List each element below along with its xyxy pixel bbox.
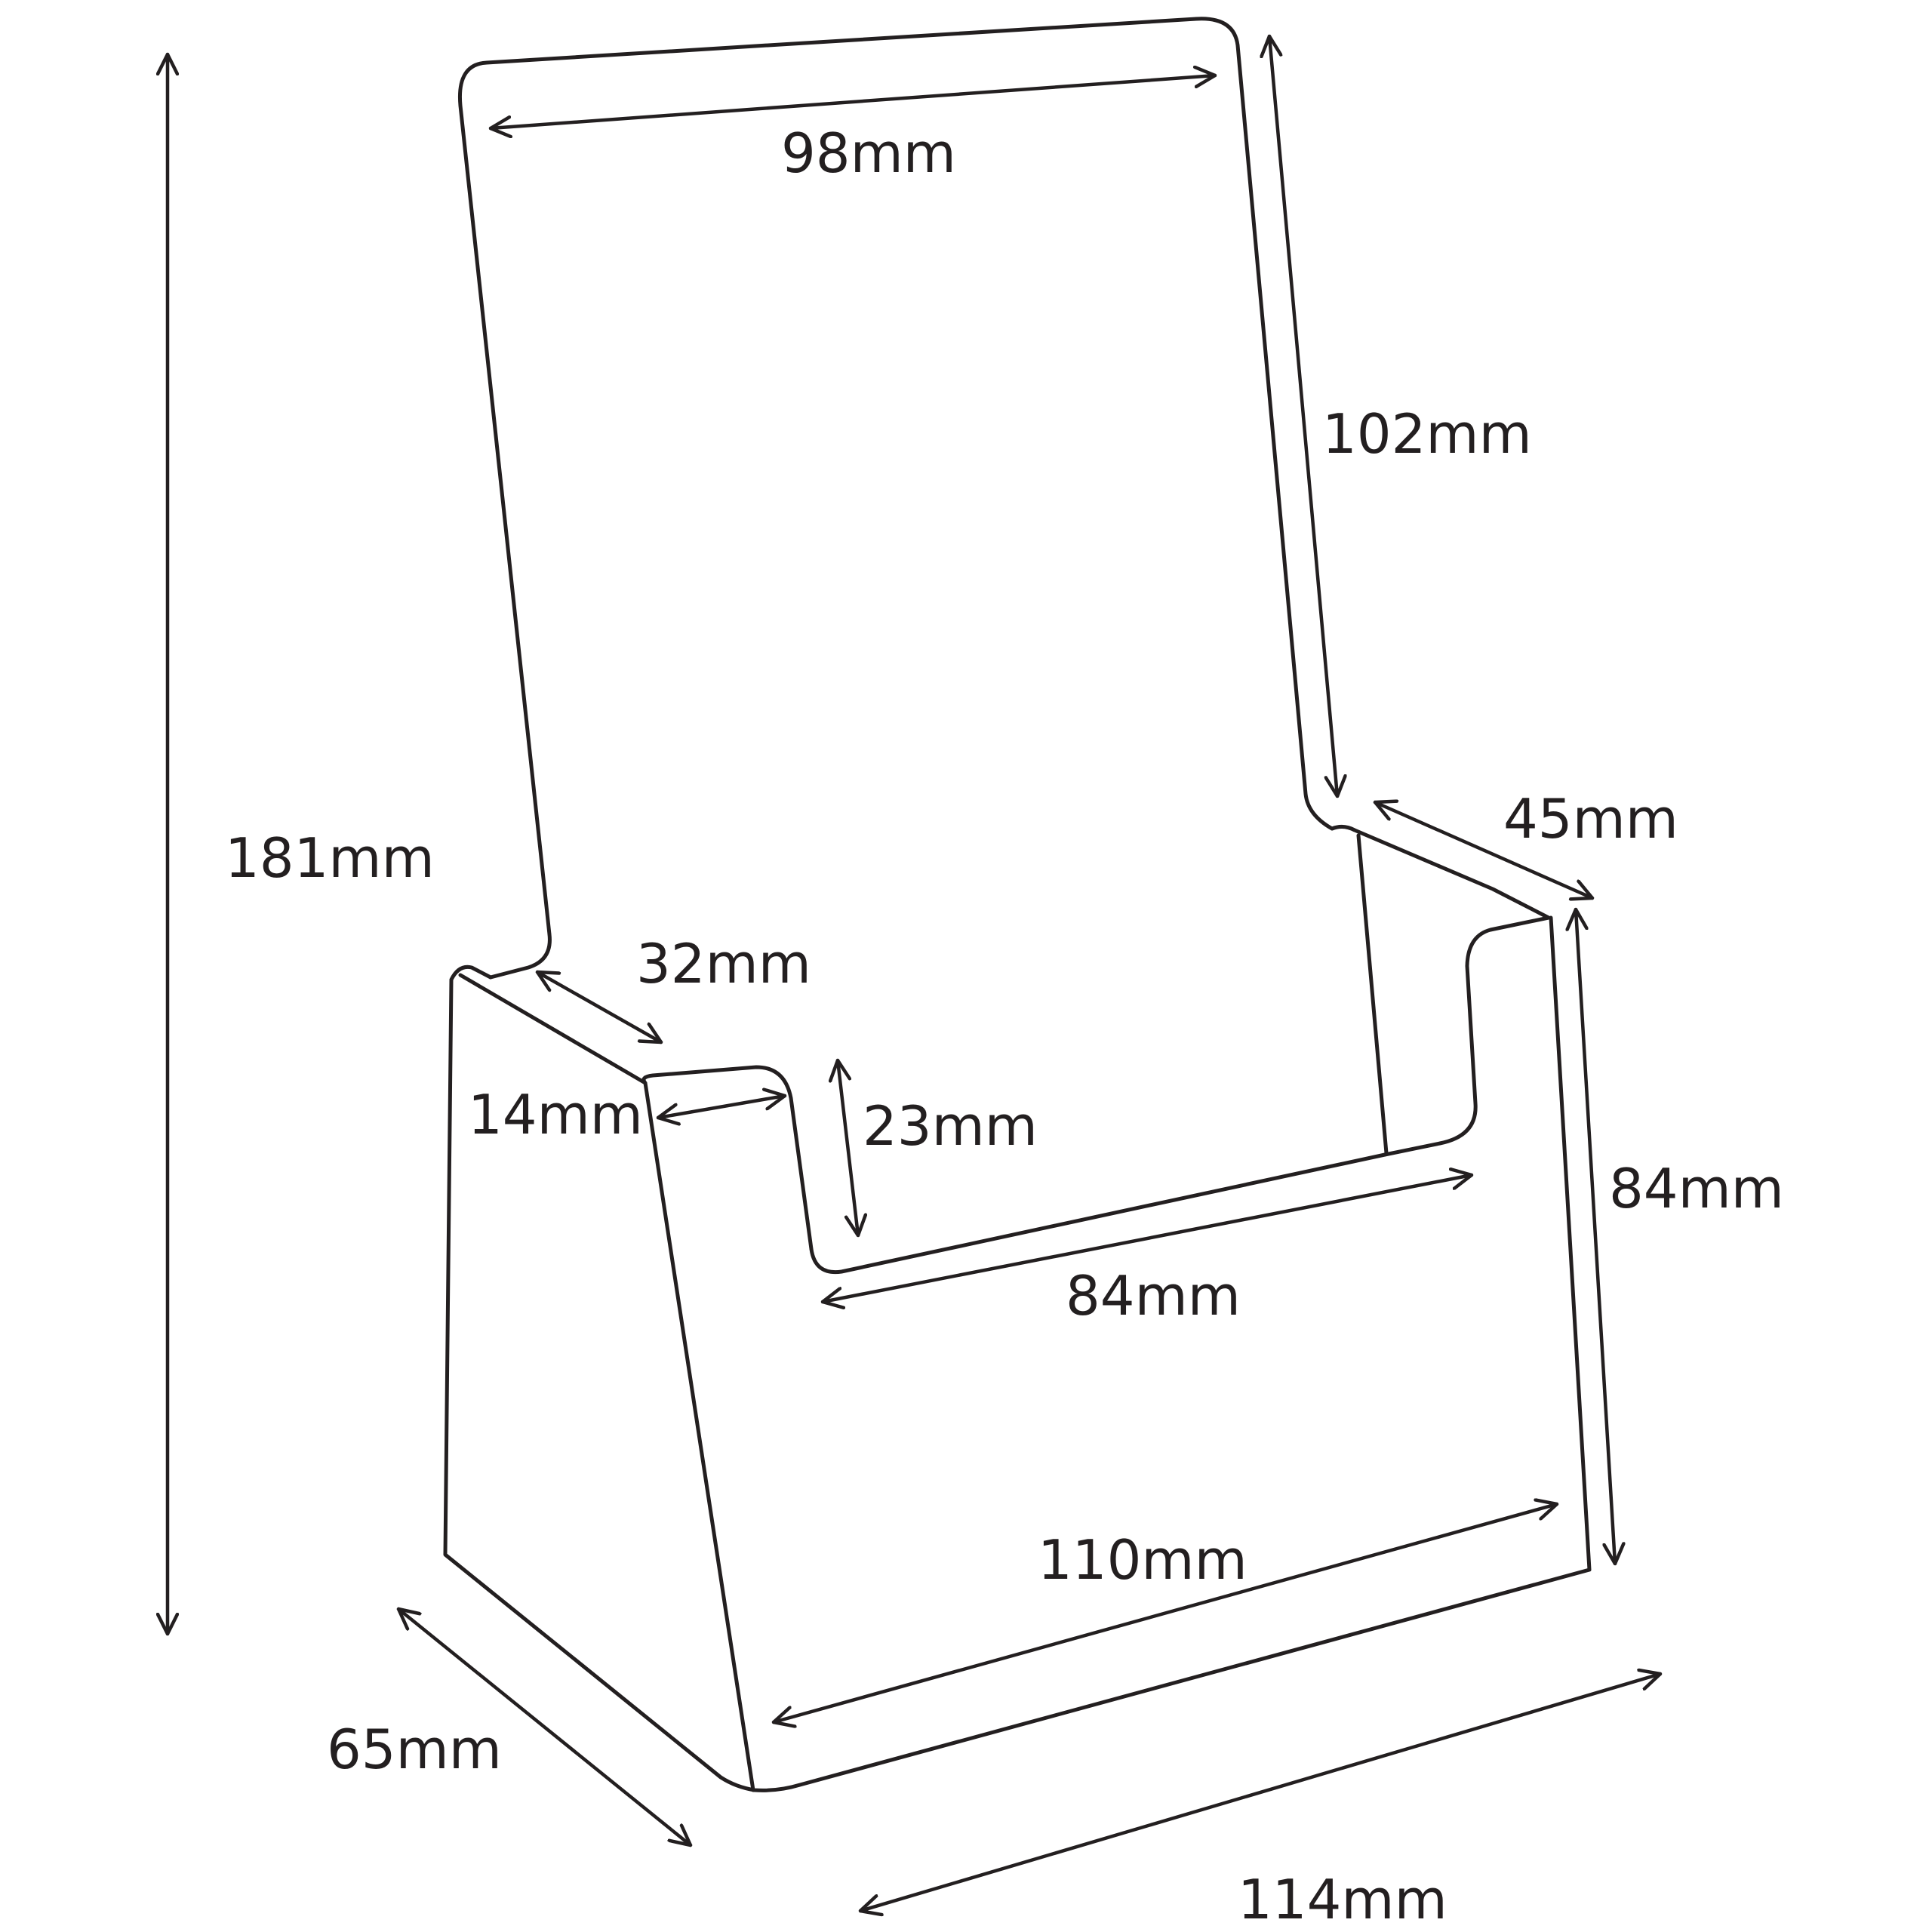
dim-14mm-line xyxy=(656,1096,787,1118)
label-110mm: 110mm xyxy=(1038,1528,1247,1592)
label-181mm: 181mm xyxy=(225,826,435,890)
front-lip xyxy=(641,1065,814,1251)
label-114mm: 114mm xyxy=(1238,1868,1447,1931)
label-84mm-right: 84mm xyxy=(1609,1157,1784,1220)
label-102mm: 102mm xyxy=(1322,402,1532,466)
holder-outline xyxy=(443,17,1592,1792)
dim-102mm-line xyxy=(1269,34,1337,798)
pocket-bottom-edge xyxy=(809,1152,1387,1275)
back-inner-line xyxy=(1356,833,1389,1155)
label-14mm: 14mm xyxy=(468,1083,643,1146)
dim-23mm-line xyxy=(838,1058,858,1238)
back-panel-outline xyxy=(457,17,1334,937)
label-84mm-pocket: 84mm xyxy=(1066,1264,1241,1327)
label-65mm: 65mm xyxy=(327,1718,502,1781)
dim-98mm-line xyxy=(488,75,1217,128)
dimension-lines xyxy=(168,34,1663,1911)
dim-114mm-line xyxy=(858,1674,1663,1911)
dim-84mm-pocket-line xyxy=(820,1175,1474,1302)
label-98mm: 98mm xyxy=(781,122,956,185)
dim-84mm-right-line xyxy=(1576,907,1615,1566)
dim-65mm-line xyxy=(396,1607,693,1847)
dim-45mm-line xyxy=(1373,802,1595,898)
right-side-top-edge xyxy=(1330,824,1551,1157)
label-32mm: 32mm xyxy=(636,932,811,995)
back-left-shoulder xyxy=(488,932,552,980)
label-45mm: 45mm xyxy=(1503,787,1678,851)
dimension-labels: 181mm 98mm 102mm 45mm 84mm 32mm 14mm 23m… xyxy=(225,122,1784,1931)
left-side-panel xyxy=(443,915,1592,1792)
front-left-edge xyxy=(458,973,755,1792)
dim-32mm-line xyxy=(535,970,663,1044)
label-23mm: 23mm xyxy=(863,1094,1038,1158)
